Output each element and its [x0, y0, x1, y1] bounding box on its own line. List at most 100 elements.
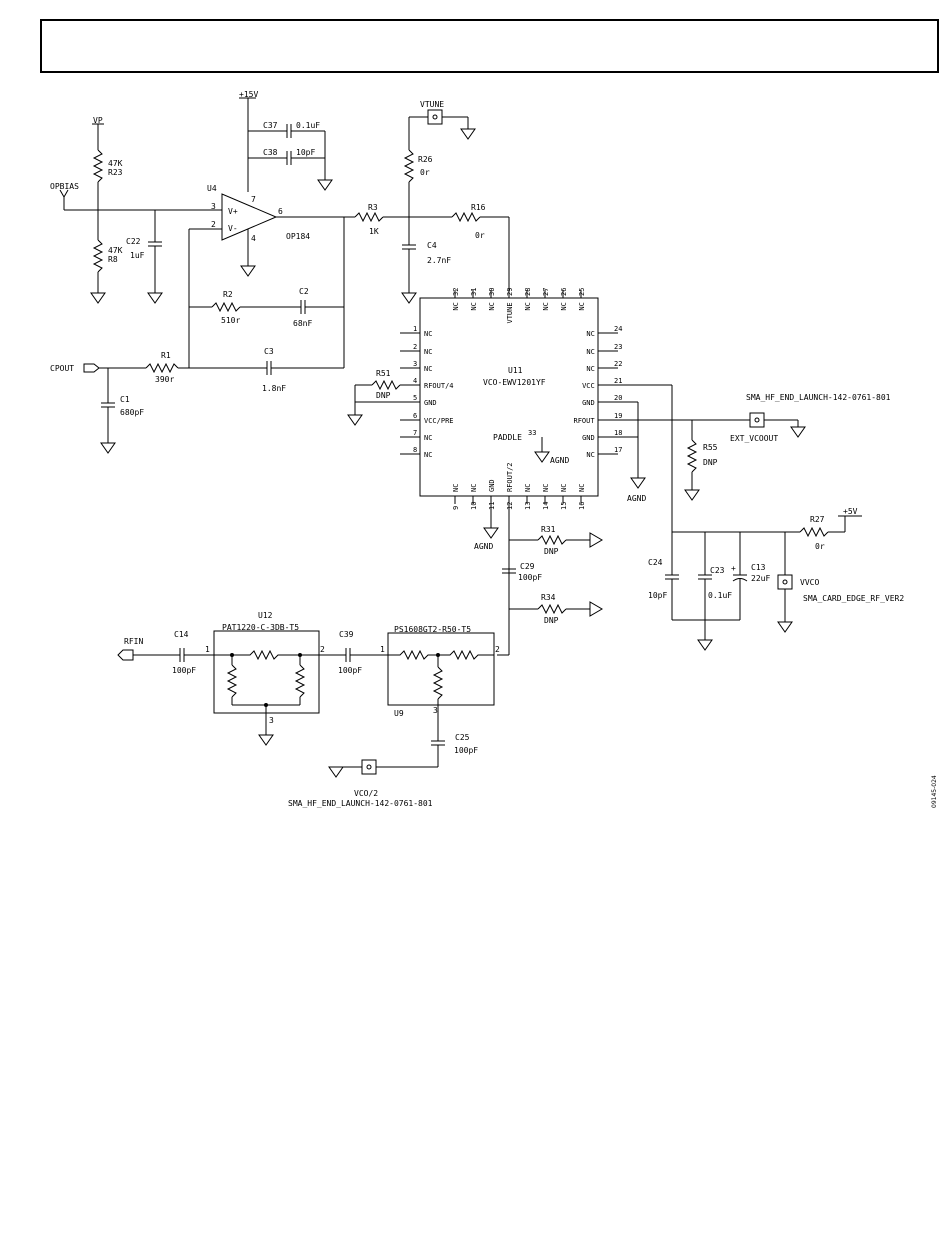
labels: +15V VP +5V C37 0.1uF C38 10pF 47K R23 4…: [50, 90, 938, 808]
u12-pin1: 1: [205, 645, 210, 654]
vco-pin-name: NC: [586, 330, 594, 338]
opamp-pin4: 4: [251, 234, 256, 243]
c4-ref: C4: [427, 241, 437, 250]
vco-pin-number: 25: [578, 288, 586, 296]
r16-value: 0r: [475, 231, 485, 240]
vco-pin-name: NC: [424, 434, 432, 442]
vco-pin-name: NC: [424, 365, 432, 373]
vco-pin-labels: 1NC2NC3NC4RFOUT/45GND6VCC/PRE7NC8NC24NC2…: [413, 288, 622, 510]
vco-pin-name: NC: [424, 330, 432, 338]
opamp-pin2: 2: [211, 220, 216, 229]
vco-pin-number: 3: [413, 360, 417, 368]
u9-part: PS1608GT2-R50-T5: [394, 625, 471, 634]
c1-ref: C1: [120, 395, 130, 404]
vco2-label: VCO/2: [354, 789, 378, 798]
net-rfin: RFIN: [124, 637, 143, 646]
u9-pin2: 2: [495, 645, 500, 654]
vco-pin-name: VCC: [582, 382, 595, 390]
vco-pin-number: 31: [470, 288, 478, 296]
vco-pin-name: NC: [424, 348, 432, 356]
r51-value: DNP: [376, 391, 391, 400]
c14-value: 100pF: [172, 666, 196, 675]
c13-ref: C13: [751, 563, 766, 572]
c14-ref: C14: [174, 630, 189, 639]
c3-ref: C3: [264, 347, 274, 356]
c25-ref: C25: [455, 733, 470, 742]
r31-ref: R31: [541, 525, 556, 534]
vco-pin-name: NC: [586, 451, 594, 459]
vco-pin-name: GND: [582, 434, 595, 442]
c13-value: 22uF: [751, 574, 770, 583]
vco-part: VCO-EWV1201YF: [483, 378, 546, 387]
vco-pin-number: 27: [542, 288, 550, 296]
vco-pin-name: NC: [578, 484, 586, 492]
vco-pin-name: RFOUT/2: [506, 462, 514, 492]
c3-value: 1.8nF: [262, 384, 286, 393]
ext-vcoout-label: EXT_VCOOUT: [730, 434, 778, 443]
r23-ref: R23: [108, 168, 123, 177]
r34-ref: R34: [541, 593, 556, 602]
vco-pin-number: 26: [560, 288, 568, 296]
vco-pin-name: NC: [560, 302, 568, 310]
vco-pin-number: 9: [452, 506, 460, 510]
vco-pin-number: 21: [614, 377, 622, 385]
vco-pin-number: 18: [614, 429, 622, 437]
u9-ref: U9: [394, 709, 404, 718]
vco-pin-name: NC: [542, 302, 550, 310]
vco-pin-name: GND: [582, 399, 595, 407]
u12-part: PAT1220-C-3DB-T5: [222, 623, 299, 632]
ext-vcoout-part: SMA_HF_END_LAUNCH-142-0761-801: [746, 393, 891, 402]
c38-ref: C38: [263, 148, 278, 157]
net-agnd-bottom: AGND: [474, 542, 493, 551]
c29-value: 100pF: [518, 573, 542, 582]
r2-value: 510r: [221, 316, 240, 325]
r8-value: 47K: [108, 246, 123, 255]
c23-value: 0.1uF: [708, 591, 732, 600]
c23-ref: C23: [710, 566, 725, 575]
vco-pin-number: 19: [614, 412, 622, 420]
junction-dots: [230, 653, 440, 707]
c13-plus: +: [731, 564, 736, 573]
opamp-inp: V+: [228, 207, 238, 216]
vco-pin-number: 24: [614, 325, 622, 333]
vco-pin-number: 7: [413, 429, 417, 437]
c38-value: 10pF: [296, 148, 315, 157]
vco-pin-number: 4: [413, 377, 417, 385]
vco-pin-number: 1: [413, 325, 417, 333]
opamp-pin3: 3: [211, 202, 216, 211]
r51-ref: R51: [376, 369, 391, 378]
opamp-pin6: 6: [278, 207, 283, 216]
vco-pin-name: NC: [524, 302, 532, 310]
c2-ref: C2: [299, 287, 309, 296]
vco-ref: U11: [508, 366, 523, 375]
vco-pin-name: NC: [488, 302, 496, 310]
vco-pin-number: 20: [614, 394, 622, 402]
vco-pin-number: 2: [413, 343, 417, 351]
r1-ref: R1: [161, 351, 171, 360]
vco-pin-name: NC: [470, 484, 478, 492]
net-cpout: CPOUT: [50, 364, 74, 373]
opamp-ref: U4: [207, 184, 217, 193]
r27-ref: R27: [810, 515, 825, 524]
vco-pin-name: NC: [586, 365, 594, 373]
vco-pin-number: 6: [413, 412, 417, 420]
c24-value: 10pF: [648, 591, 667, 600]
vco-pin-name: NC: [542, 484, 550, 492]
vco-paddle: PADDLE: [493, 433, 522, 442]
vco-pin-name: GND: [488, 479, 496, 492]
r1-value: 390r: [155, 375, 174, 384]
vco-pin-name: NC: [560, 484, 568, 492]
u12-pin2: 2: [320, 645, 325, 654]
header-box: [40, 19, 939, 73]
vco-pin-number: 5: [413, 394, 417, 402]
vvco-label: VVCO: [800, 578, 819, 587]
vco-pin-number: 11: [488, 502, 496, 510]
vco-pin-name: VCC/PRE: [424, 417, 454, 425]
c2-value: 68nF: [293, 319, 312, 328]
vco-pin-number: 32: [452, 288, 460, 296]
r16-ref: R16: [471, 203, 486, 212]
vco-pin-name: NC: [524, 484, 532, 492]
vvco-part: SMA_CARD_EDGE_RF_VER2: [803, 594, 904, 603]
r27-value: 0r: [815, 542, 825, 551]
